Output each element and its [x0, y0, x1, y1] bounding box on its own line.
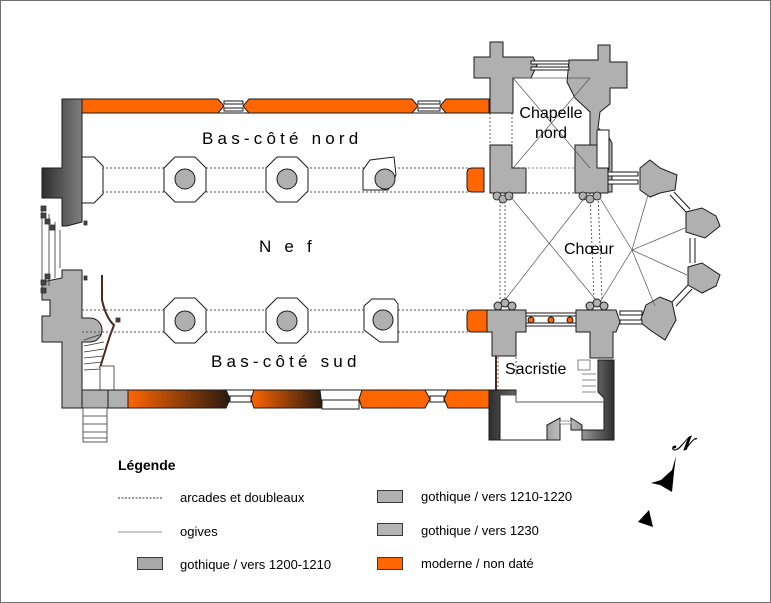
label-north-chapel: Chapelle nord [513, 104, 589, 144]
legend-swatch-1210-1220 [377, 490, 403, 503]
label-north-aisle: Bas-côté nord [202, 129, 363, 148]
legend-swatch-modern [377, 557, 403, 570]
south-wall [107, 389, 490, 410]
west-facade [41, 98, 109, 409]
legend-item-1230: gothique / vers 1230 [421, 523, 539, 538]
sacristy [488, 356, 615, 441]
west-portal [40, 205, 88, 294]
label-north-chapel-line2: nord [534, 125, 568, 142]
legend-item-ribs: ogives [180, 524, 218, 539]
east-responds [466, 167, 488, 333]
legend-swatch-1230 [377, 523, 403, 536]
legend-item-1210-1220: gothique / vers 1210-1220 [421, 489, 573, 504]
label-north-chapel-line1: Chapelle [519, 105, 583, 122]
label-sacristy: Sacristie [505, 361, 567, 378]
svg-text:𝒩: 𝒩 [671, 433, 698, 455]
south-choir-piers [486, 298, 643, 359]
north-chapel-ribs [512, 77, 591, 169]
north-arrow-icon: 𝒩 [638, 433, 698, 527]
choir-ribs [504, 194, 688, 307]
label-choir: Chœur [564, 241, 614, 258]
legend-title: Légende [118, 457, 176, 473]
pier-bases-north [492, 191, 602, 204]
southwest-stair [82, 275, 121, 443]
legend-swatch-1200-1210 [137, 557, 163, 570]
legend-item-modern: moderne / non daté [421, 556, 534, 571]
legend-item-1200-1210: gothique / vers 1200-1210 [180, 557, 332, 572]
nave-piers [81, 156, 399, 344]
north-wall [81, 98, 490, 114]
legend-item-arcades: arcades et doubleaux [180, 490, 305, 505]
nave-outline [82, 112, 489, 391]
label-south-aisle: Bas-côté sud [211, 352, 361, 371]
label-nave: N e f [259, 237, 316, 256]
north-chapel [473, 41, 628, 194]
